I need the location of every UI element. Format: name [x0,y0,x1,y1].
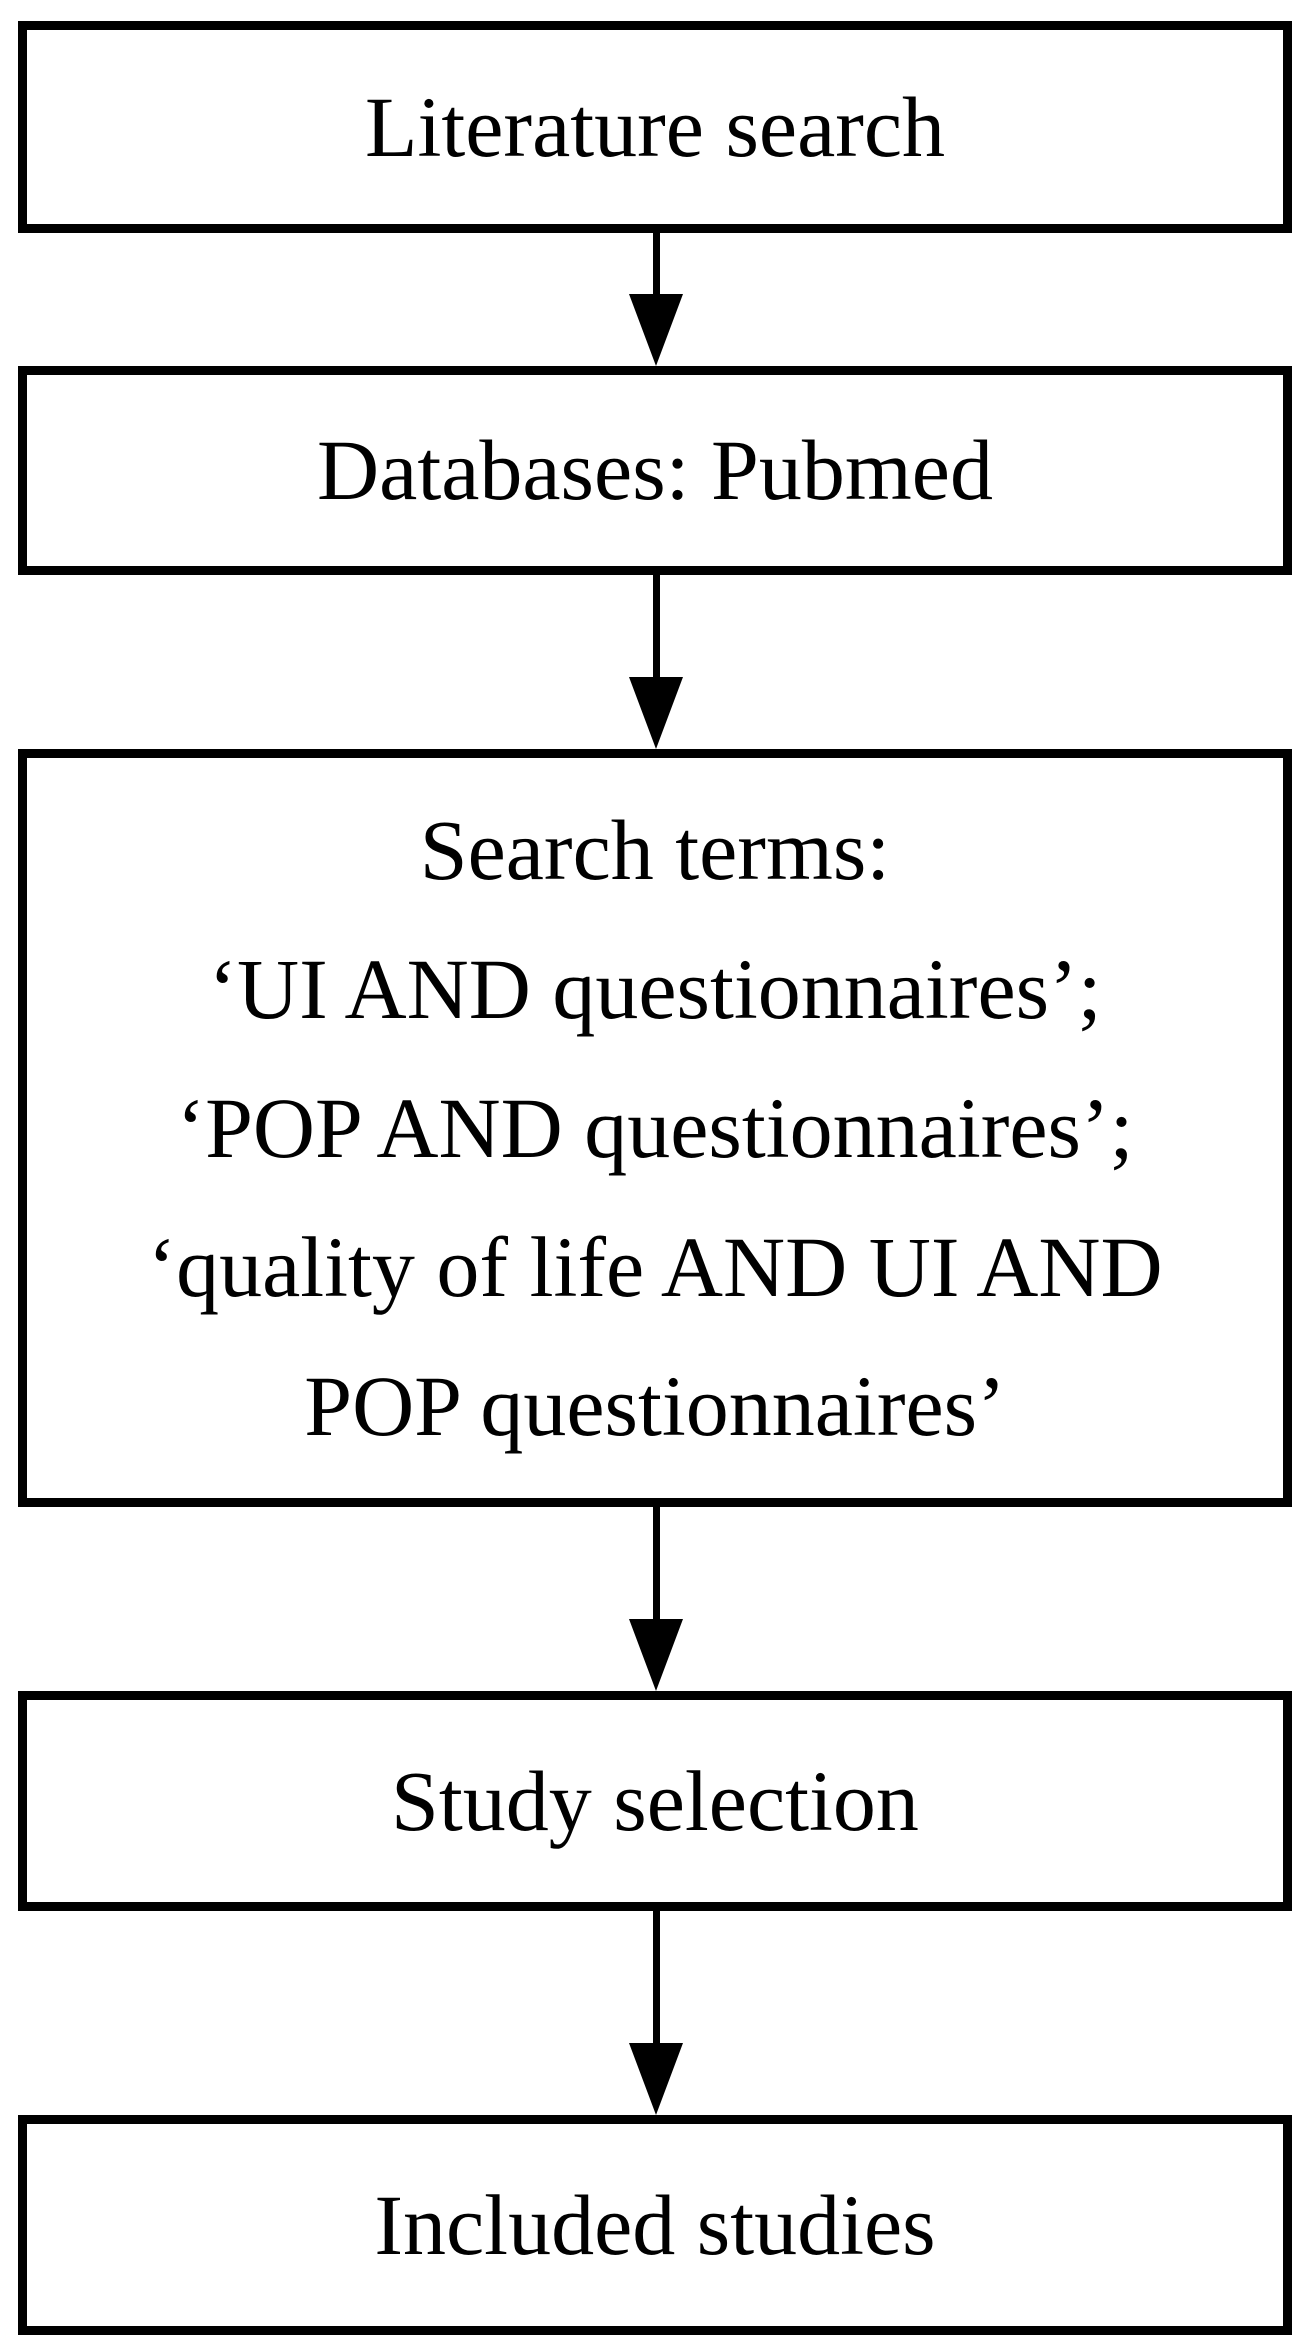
flow-box-label: Databases: Pubmed [317,422,993,519]
arrow-head [629,677,683,749]
arrow-head [629,2043,683,2115]
flow-box-label-line: ‘UI AND questionnaires’; [208,940,1102,1037]
arrow-head [629,294,683,366]
flow-box-search-terms: Search terms: ‘UI AND questionnaires’; ‘… [18,749,1292,1507]
down-arrow-icon [629,1507,683,1691]
flow-box-databases: Databases: Pubmed [18,366,1292,575]
down-arrow-icon [629,575,683,749]
flow-box-label: Included studies [374,2176,936,2273]
flow-box-included-studies: Included studies [18,2115,1292,2335]
down-arrow-icon [629,1911,683,2115]
flow-box-label-line: ‘quality of life AND UI AND [147,1218,1163,1315]
flow-box-study-selection: Study selection [18,1691,1292,1911]
arrow-shaft [652,232,660,294]
arrow-shaft [652,1911,660,2043]
flow-box-label-line: POP questionnaires’ [304,1357,1006,1454]
flow-box-label: Study selection [391,1752,919,1849]
flow-box-label: Literature search [364,78,946,175]
flow-box-label-line: ‘POP AND questionnaires’; [176,1079,1134,1176]
down-arrow-icon [629,232,683,366]
flow-box-literature-search: Literature search [18,21,1292,233]
flow-box-label-line: Search terms: [419,801,891,898]
arrow-shaft [652,575,660,677]
arrow-head [629,1619,683,1691]
arrow-shaft [652,1507,660,1619]
